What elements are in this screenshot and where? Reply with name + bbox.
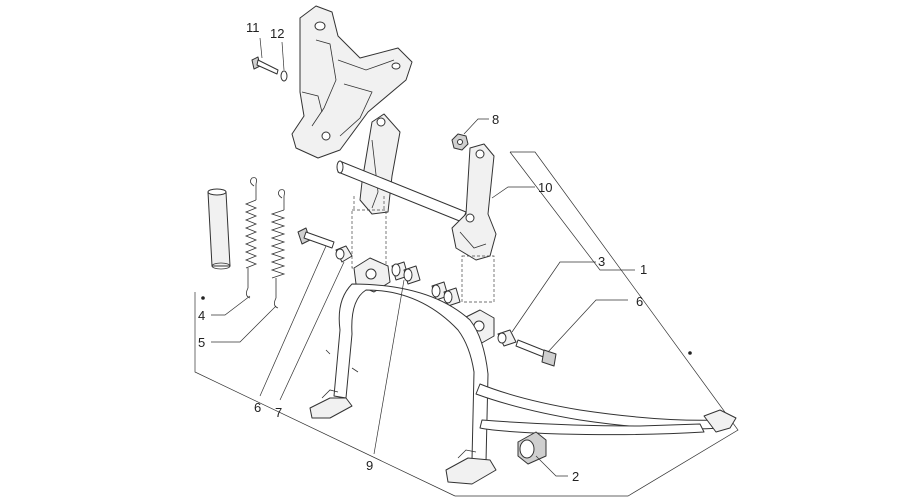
callout-6-left: 6 — [254, 400, 261, 415]
nut-8 — [451, 133, 469, 151]
spacer-3 — [497, 329, 517, 347]
callout-5: 5 — [198, 335, 205, 350]
bushing-9d — [443, 287, 461, 307]
rubber-bumper-2 — [517, 431, 547, 465]
washer-12 — [280, 70, 288, 82]
spring-5a — [244, 177, 258, 299]
bushing-9b — [403, 265, 421, 285]
callout-2: 2 — [572, 469, 579, 484]
callout-6-right: 6 — [636, 294, 643, 309]
spring-5b — [270, 189, 286, 309]
callout-4: 4 — [198, 308, 205, 323]
callout-12: 12 — [270, 26, 284, 41]
callout-3: 3 — [598, 254, 605, 269]
callout-9: 9 — [366, 458, 373, 473]
callout-8: 8 — [492, 112, 499, 127]
callout-7: 7 — [275, 405, 282, 420]
pivot-shaft-assembly — [336, 113, 497, 261]
assembly-group-outline — [194, 151, 739, 497]
spacer-7 — [335, 245, 353, 263]
frame-bracket — [291, 5, 413, 159]
callout-10: 10 — [538, 180, 552, 195]
callout-1: 1 — [640, 262, 647, 277]
bolt-11 — [251, 56, 279, 75]
spring-sleeve-4 — [207, 188, 231, 270]
callout-11: 11 — [246, 20, 260, 35]
main-stand — [309, 257, 737, 485]
bolt-6-right — [515, 339, 557, 367]
alignment-guides — [351, 196, 495, 303]
bolt-6-left — [297, 227, 335, 249]
callout-labels: 11 12 8 10 3 1 6 4 5 6 7 9 2 — [198, 20, 647, 484]
leader-lines — [211, 37, 635, 477]
